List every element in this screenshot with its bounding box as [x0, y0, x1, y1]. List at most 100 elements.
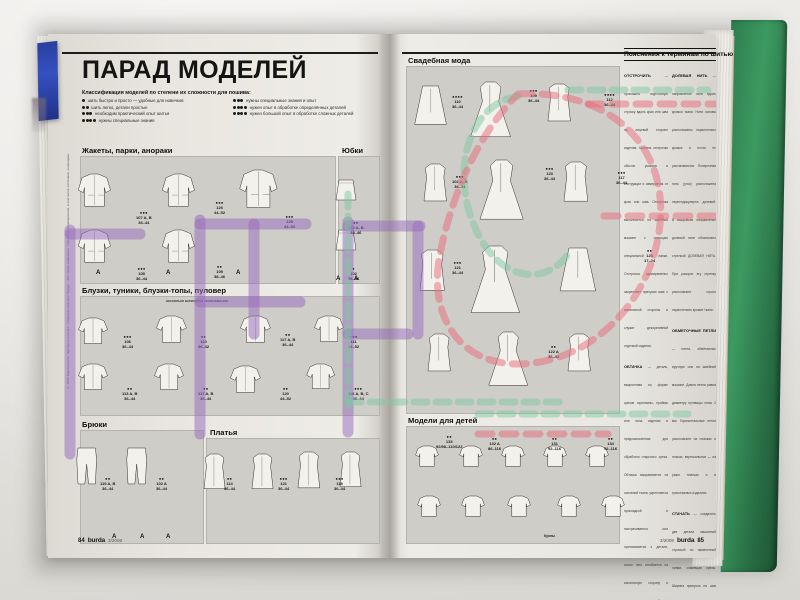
model-sizes: 36–44: [156, 486, 168, 491]
difficulty-stars-icon: ●●: [104, 476, 111, 481]
difficulty-stars-icon: ●●: [551, 436, 558, 441]
section-heading-dresses: Платья: [210, 428, 238, 437]
view-letter: A: [354, 276, 359, 282]
model-number: 118: [336, 481, 343, 486]
view-letter: A: [96, 270, 101, 276]
glossary-column-2: ДОЛЕВАЯ НИТЬ — направление нити вдоль кр…: [672, 64, 716, 600]
view-letter: A: [336, 276, 341, 282]
difficulty-legend-row: нужны специальные знания и опыт: [233, 98, 374, 103]
model-sizes: 36–44: [544, 176, 556, 181]
difficulty-stars-icon: ●●●: [335, 476, 344, 481]
difficulty-stars-icon: ●●: [216, 264, 223, 269]
left-page: ПАРАД МОДЕЛЕЙ © 2008 Издательство "Эдипр…: [62, 34, 380, 558]
model-number: 126: [216, 205, 223, 210]
model-number: 120: [282, 391, 289, 396]
page-number-right: 85: [697, 538, 704, 544]
model-sizes: 36–44: [616, 180, 628, 185]
model-sizes: 36–44: [138, 220, 150, 225]
folio-right: 3/2008 burda 85: [660, 537, 704, 544]
model-sizes: 36–44: [102, 486, 114, 491]
difficulty-legend: Классификация моделей по степени их слож…: [82, 90, 374, 124]
difficulty-dots-icon: [82, 98, 86, 103]
brand-left: burda: [87, 537, 106, 544]
difficulty-legend-text: шить быстро и просто — удобные для нович…: [87, 98, 184, 103]
model-number: 133: [445, 439, 453, 444]
difficulty-stars-icon: ●●●: [139, 210, 148, 215]
panel-kids: [406, 426, 620, 544]
difficulty-stars-icon: ●●●: [279, 476, 288, 481]
view-letter: A: [140, 534, 145, 540]
kids-note: Куклы: [544, 534, 555, 538]
brand-right: burda: [676, 537, 695, 544]
bookmark-fringe: [32, 98, 46, 132]
difficulty-stars-icon: ●●●: [285, 214, 294, 219]
model-sizes: 36–44: [548, 354, 560, 359]
model-sizes: 36–44: [200, 396, 212, 401]
model-sizes: 44–52: [348, 344, 360, 349]
section-heading-jackets: Жакеты, парки, анораки: [82, 146, 173, 155]
model-number: 134: [607, 441, 614, 446]
section-heading-kids: Модели для детей: [408, 416, 478, 425]
model-sizes: 36–44: [124, 396, 136, 401]
right-top-rule: [402, 52, 716, 54]
magazine-spread: ПАРАД МОДЕЛЕЙ © 2008 Издательство "Эдипр…: [48, 34, 733, 600]
model-sizes: 38–46: [214, 274, 226, 279]
difficulty-stars-icon: ●●: [226, 476, 233, 481]
difficulty-stars-icon: ●●: [282, 386, 289, 391]
view-letter: A: [236, 270, 241, 276]
glossary-term-name: ДОЛЕВАЯ НИТЬ: [672, 72, 708, 78]
model-sizes: 36–44: [122, 344, 134, 349]
glossary-term: ДОЛЕВАЯ НИТЬ — направление нити вдоль кр…: [672, 64, 716, 316]
view-letter: A: [166, 534, 171, 540]
glossary-term: ОБМЕТОЧНЫЕ ПЕТЛИ — петли, обмётанные вру…: [672, 319, 716, 499]
difficulty-legend-text: нужны специальные знания: [98, 117, 155, 123]
model-number: 117 A, B: [198, 391, 214, 396]
model-sizes: 36–44: [136, 276, 148, 281]
section-heading-bridal: Свадебная мода: [408, 56, 471, 65]
issue-right: 3/2008: [659, 538, 674, 543]
model-sizes: 36–44: [454, 184, 466, 189]
difficulty-stars-icon: ●●: [158, 476, 165, 481]
model-number: 105: [216, 269, 223, 274]
section-heading-skirts: Юбки: [342, 146, 363, 155]
model-number: 121: [280, 481, 287, 486]
difficulty-stars-icon: ●●: [202, 386, 209, 391]
model-number: 102: [350, 271, 357, 276]
glossary-term-name: СТАЧАТЬ: [672, 511, 690, 517]
difficulty-stars-icon: ●●●: [354, 386, 363, 391]
difficulty-stars-icon: ●●●: [215, 200, 224, 205]
difficulty-stars-icon: ●●: [284, 332, 291, 337]
title-rule: [62, 52, 378, 54]
model-sizes: 44–52: [214, 210, 226, 215]
page-number-left: 84: [78, 538, 85, 544]
glossary-term: ОБТАЧКА — деталь, выкроенная по форме ср…: [624, 355, 668, 600]
difficulty-legend-text: нужен большой опыт в обработке сложных д…: [249, 111, 354, 117]
model-number: 102 A: [156, 481, 167, 486]
model-sizes: 36–42: [198, 344, 210, 349]
section-heading-blouses: Блузки, туники, блузки-топы, пуловер: [82, 286, 227, 295]
model-sizes: 36–44: [224, 486, 236, 491]
model-sizes: 86–116: [488, 446, 502, 451]
model-sizes: 38–46: [350, 230, 362, 235]
difficulty-stars-icon: ●●: [607, 436, 614, 441]
page-title: ПАРАД МОДЕЛЕЙ: [82, 56, 307, 84]
difficulty-stars-icon: ●●●: [137, 266, 146, 271]
